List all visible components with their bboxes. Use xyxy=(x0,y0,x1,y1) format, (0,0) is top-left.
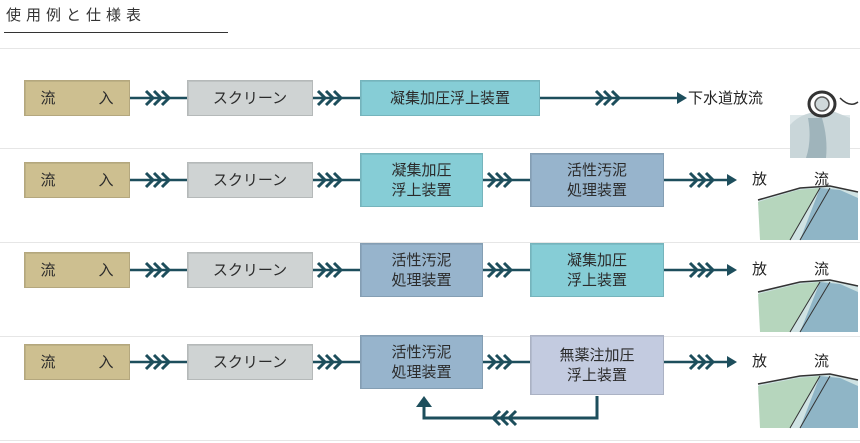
row2-connector-2 xyxy=(313,171,360,189)
activated-sludge-box: 活性汚泥 処理装置 xyxy=(360,335,483,389)
screen-box: スクリーン xyxy=(187,344,313,380)
coagulation-daf-box: 凝集加圧 浮上装置 xyxy=(530,243,664,297)
guide-line xyxy=(0,440,860,441)
row2-connector-3 xyxy=(483,171,530,189)
return-loop-arrow xyxy=(416,396,599,427)
row3-connector-3 xyxy=(483,261,530,279)
row4-connector-3 xyxy=(483,353,530,371)
outflow-sewer-label: 下水道放流 xyxy=(688,89,764,107)
inflow-box: 流 入 xyxy=(24,162,130,198)
row2-connector-1 xyxy=(130,171,187,189)
inflow-box: 流 入 xyxy=(24,344,130,380)
row2-connector-4 xyxy=(664,171,737,189)
river-illustration xyxy=(757,185,859,241)
outflow-discharge-label: 放 流 xyxy=(752,260,846,278)
outflow-discharge-label: 放 流 xyxy=(752,352,846,370)
section-title: 使用例と仕様表 xyxy=(6,6,147,24)
row4-connector-1 xyxy=(130,353,187,371)
title-underline xyxy=(4,32,228,33)
guide-line xyxy=(0,242,860,243)
row3-connector-1 xyxy=(130,261,187,279)
row3-connector-4 xyxy=(664,261,737,279)
outfall-pipe-illustration xyxy=(790,90,859,158)
row4-connector-4 xyxy=(664,353,737,371)
row1-connector-2 xyxy=(313,89,360,107)
guide-line xyxy=(0,48,860,49)
screen-box: スクリーン xyxy=(187,162,313,198)
no-chemical-daf-box: 無薬注加圧 浮上装置 xyxy=(530,335,664,395)
river-illustration xyxy=(757,373,859,429)
row4-connector-2 xyxy=(313,353,360,371)
screen-box: スクリーン xyxy=(187,80,313,116)
row3-connector-2 xyxy=(313,261,360,279)
river-illustration xyxy=(757,279,859,333)
screen-box: スクリーン xyxy=(187,252,313,288)
row1-connector-3 xyxy=(540,89,687,107)
coagulation-daf-box: 凝集加圧 浮上装置 xyxy=(360,153,483,207)
activated-sludge-box: 活性汚泥 処理装置 xyxy=(530,153,664,207)
inflow-box: 流 入 xyxy=(24,80,130,116)
inflow-box: 流 入 xyxy=(24,252,130,288)
guide-line xyxy=(0,148,860,149)
coagulation-daf-box: 凝集加圧浮上装置 xyxy=(360,80,540,116)
activated-sludge-box: 活性汚泥 処理装置 xyxy=(360,243,483,297)
outflow-discharge-label: 放 流 xyxy=(752,170,846,188)
row1-connector-1 xyxy=(130,89,187,107)
